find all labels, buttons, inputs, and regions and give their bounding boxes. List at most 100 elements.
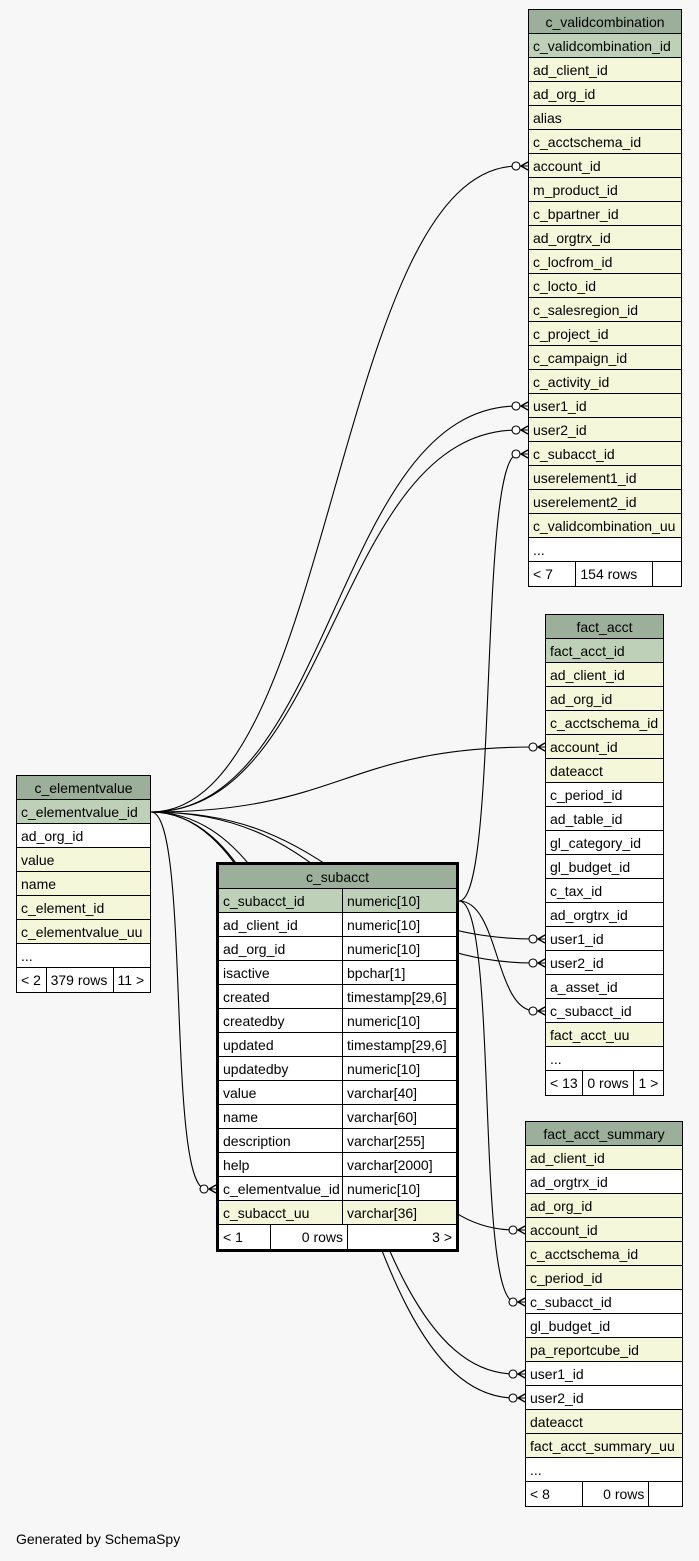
column-type: timestamp[29,6] [342,985,456,1008]
column-row-dateacct[interactable]: dateacct [526,1410,682,1434]
column-name: a_asset_id [550,979,618,995]
column-row-c-acctschema-id[interactable]: c_acctschema_id [529,130,681,154]
children-link[interactable] [653,562,681,586]
more-columns-row[interactable]: ... [526,1458,682,1482]
column-row-ad-client-id[interactable]: ad_client_id [526,1146,682,1170]
crows-foot-marker [517,1297,526,1307]
column-row-user1-id[interactable]: user1_id [546,927,663,951]
relationship-line [150,429,528,813]
column-row-c-campaign-id[interactable]: c_campaign_id [529,346,681,370]
column-row-gl-budget-id[interactable]: gl_budget_id [546,855,663,879]
column-type: numeric[10] [342,889,456,912]
more-columns-row[interactable]: ... [17,944,150,968]
column-row-user2-id[interactable]: user2_id [546,951,663,975]
column-row-user1-id[interactable]: user1_id [526,1362,682,1386]
column-row-account-id[interactable]: account_id [526,1218,682,1242]
column-row-userelement2-id[interactable]: userelement2_id [529,490,681,514]
parents-link[interactable]: < 13 [546,1071,584,1095]
parents-link[interactable]: < 1 [219,1225,271,1249]
column-row-account-id[interactable]: account_id [546,735,663,759]
column-row-c-locto-id[interactable]: c_locto_id [529,274,681,298]
column-row-c-period-id[interactable]: c_period_id [546,783,663,807]
column-row-ad-client-id[interactable]: ad_client_id [529,58,681,82]
column-row-fact-acct-id[interactable]: fact_acct_id [546,639,663,663]
column-row-c-salesregion-id[interactable]: c_salesregion_id [529,298,681,322]
column-row-c-validcombination-id[interactable]: c_validcombination_id [529,34,681,58]
column-row-name[interactable]: name [17,872,150,896]
children-link[interactable] [649,1482,682,1506]
column-row-fact-acct-uu[interactable]: fact_acct_uu [546,1023,663,1047]
column-row-c-validcombination-uu[interactable]: c_validcombination_uu [529,514,681,538]
column-row-ad-org-id[interactable]: ad_org_id [529,82,681,106]
more-columns-row[interactable]: ... [546,1047,663,1071]
column-name: ad_table_id [550,811,623,827]
column-row-c-period-id[interactable]: c_period_id [526,1266,682,1290]
column-row-fact-acct-summary-uu[interactable]: fact_acct_summary_uu [526,1434,682,1458]
parents-link[interactable]: < 2 [17,968,47,992]
children-link[interactable]: 1 > [638,1075,659,1091]
column-row-ad-org-id[interactable]: ad_org_id [546,687,663,711]
crows-foot-marker [517,1225,526,1235]
column-row-c-element-id[interactable]: c_element_id [17,896,150,920]
column-row-ad-client-id[interactable]: ad_client_id [546,663,663,687]
column-row-m-product-id[interactable]: m_product_id [529,178,681,202]
column-row-c-project-id[interactable]: c_project_id [529,322,681,346]
children-link[interactable]: 3 > [432,1229,452,1245]
column-name: ... [533,542,545,558]
column-row-c-subacct-id[interactable]: c_subacct_id [529,442,681,466]
column-row-user2-id[interactable]: user2_id [526,1386,682,1410]
column-row-userelement1-id[interactable]: userelement1_id [529,466,681,490]
column-row-c-subacct-id[interactable]: c_subacct_id [546,999,663,1023]
column-row-c-bpartner-id[interactable]: c_bpartner_id [529,202,681,226]
column-name: m_product_id [533,182,618,198]
column-row-ad-org-id[interactable]: ad_org_id [17,824,150,848]
column-row-c-elementvalue-uu[interactable]: c_elementvalue_uu [17,920,150,944]
parents-link[interactable]: < 7 [529,562,577,586]
column-row-c-elementvalue-id[interactable]: c_elementvalue_id [17,800,150,824]
column-row-ad-orgtrx-id[interactable]: ad_orgtrx_id [529,226,681,250]
more-columns-row[interactable]: ... [529,538,681,562]
column-row-c-activity-id[interactable]: c_activity_id [529,370,681,394]
column-row-c-locfrom-id[interactable]: c_locfrom_id [529,250,681,274]
column-row-c-subacct-id[interactable]: c_subacct_id [526,1290,682,1314]
table-header: c_validcombination [529,10,681,34]
column-row-ad-org-id[interactable]: ad_org_id [526,1194,682,1218]
column-row-ad-table-id[interactable]: ad_table_id [546,807,663,831]
column-row-value[interactable]: value [17,848,150,872]
column-row-pa-reportcube-id[interactable]: pa_reportcube_id [526,1338,682,1362]
column-row-ad-orgtrx-id[interactable]: ad_orgtrx_id [546,903,663,927]
column-row-user2-id[interactable]: user2_id [529,418,681,442]
parents-link[interactable]: < 8 [526,1482,584,1506]
column-row-c-acctschema-id[interactable]: c_acctschema_id [526,1242,682,1266]
column-row-account-id[interactable]: account_id [529,154,681,178]
column-row-gl-category-id[interactable]: gl_category_id [546,831,663,855]
column-row-c-acctschema-id[interactable]: c_acctschema_id [546,711,663,735]
column-row-c-tax-id[interactable]: c_tax_id [546,879,663,903]
column-row-a-asset-id[interactable]: a_asset_id [546,975,663,999]
column-row-gl-budget-id[interactable]: gl_budget_id [526,1314,682,1338]
children-link[interactable]: 11 > [117,972,145,988]
column-row-user1-id[interactable]: user1_id [529,394,681,418]
column-row-alias[interactable]: alias [529,106,681,130]
column-row-ad-orgtrx-id[interactable]: ad_orgtrx_id [526,1170,682,1194]
column-row-dateacct[interactable]: dateacct [546,759,663,783]
